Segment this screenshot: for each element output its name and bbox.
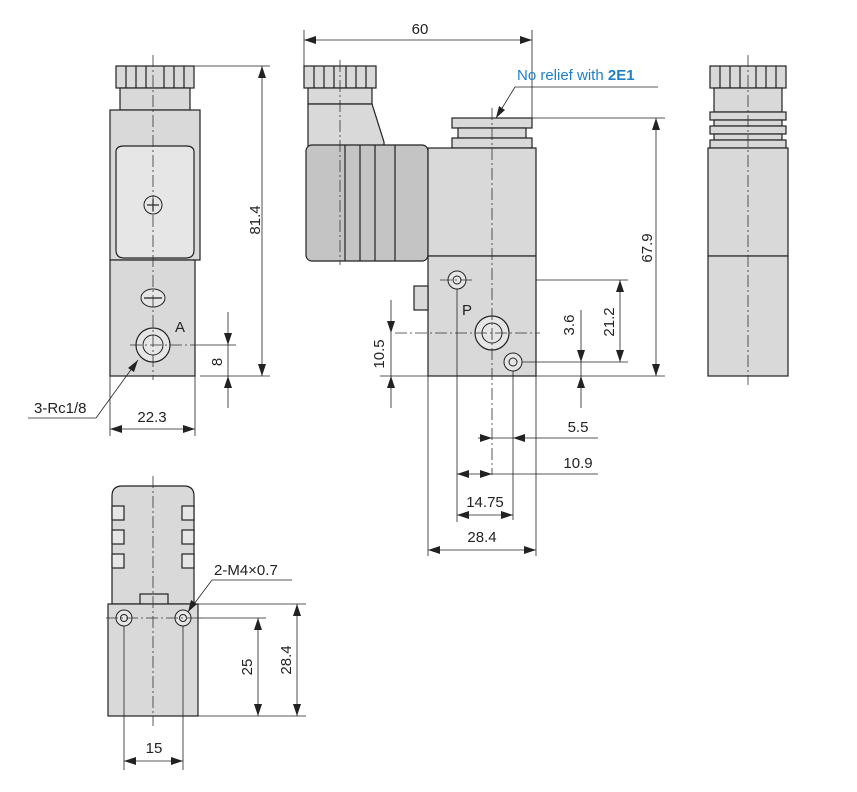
dim-port-a-offset: 8 (200, 312, 236, 408)
dim-3-6-text: 3.6 (561, 315, 578, 336)
dim-28-4-h-text: 28.4 (467, 529, 496, 546)
dim-67-9-text: 67.9 (639, 233, 656, 262)
dim-10-9: 10.9 (457, 455, 598, 478)
left-knob (115, 65, 195, 89)
port-p-label: P (462, 302, 472, 319)
center-connector-body (305, 144, 429, 262)
dim-14-75-text: 14.75 (466, 494, 504, 511)
dim-22-3-text: 22.3 (137, 409, 166, 426)
center-connector-top (307, 103, 385, 151)
dim-bottom-25: 25 (198, 617, 306, 717)
center-side-view: P (303, 60, 540, 475)
dim-left-height: 81.4 (194, 65, 270, 377)
dim-60-text: 60 (412, 21, 429, 38)
dim-small-hole-offset: 3.6 (522, 310, 628, 408)
dim-14-75: 14.75 (457, 494, 513, 519)
bottom-connector-fins (111, 505, 195, 569)
dim-10-9-text: 10.9 (563, 455, 592, 472)
dim-p-height: 21.2 (536, 279, 628, 362)
dim-bottom-width: 15 (123, 626, 184, 770)
left-knob-ribs (125, 66, 185, 88)
dim-10-5-text: 10.5 (371, 339, 388, 368)
bottom-view (106, 476, 202, 726)
center-bottom-extensions (427, 289, 537, 556)
left-knob-neck (119, 87, 191, 111)
dim-port-p-offset: 10.5 (371, 300, 428, 408)
relief-note: No relief with 2E1 (495, 67, 658, 119)
right-side-view (707, 55, 789, 385)
dim-right-height: 67.9 (532, 117, 665, 377)
mount-thread-label: 2-M4×0.7 (214, 562, 278, 579)
dim-5-5-text: 5.5 (568, 419, 589, 436)
mount-thread-leader: 2-M4×0.7 (187, 562, 292, 613)
dim-25-text: 25 (239, 659, 256, 676)
dim-left-width: 22.3 (109, 376, 196, 436)
solenoid-body (427, 147, 537, 257)
port-thread-label: 3-Rc1/8 (34, 400, 87, 417)
dim-28-4-horizontal: 28.4 (428, 529, 536, 554)
dim-bottom-28-4: 28.4 (198, 603, 306, 716)
dim-8-text: 8 (209, 358, 226, 366)
port-thread-leader: 3-Rc1/8 (28, 359, 139, 419)
left-front-view: A (109, 55, 201, 380)
dim-5-5: 5.5 (478, 419, 598, 442)
dim-28-4-v-text: 28.4 (278, 645, 295, 674)
dim-81-4-text: 81.4 (247, 205, 264, 234)
relief-note-code: 2E1 (608, 67, 635, 84)
dim-21-2-text: 21.2 (601, 307, 618, 336)
dim-top-width: 60 (303, 21, 533, 118)
port-a-label: A (175, 319, 185, 336)
relief-note-text: No relief with 2E1 (517, 67, 635, 84)
dim-15-text: 15 (146, 740, 163, 757)
